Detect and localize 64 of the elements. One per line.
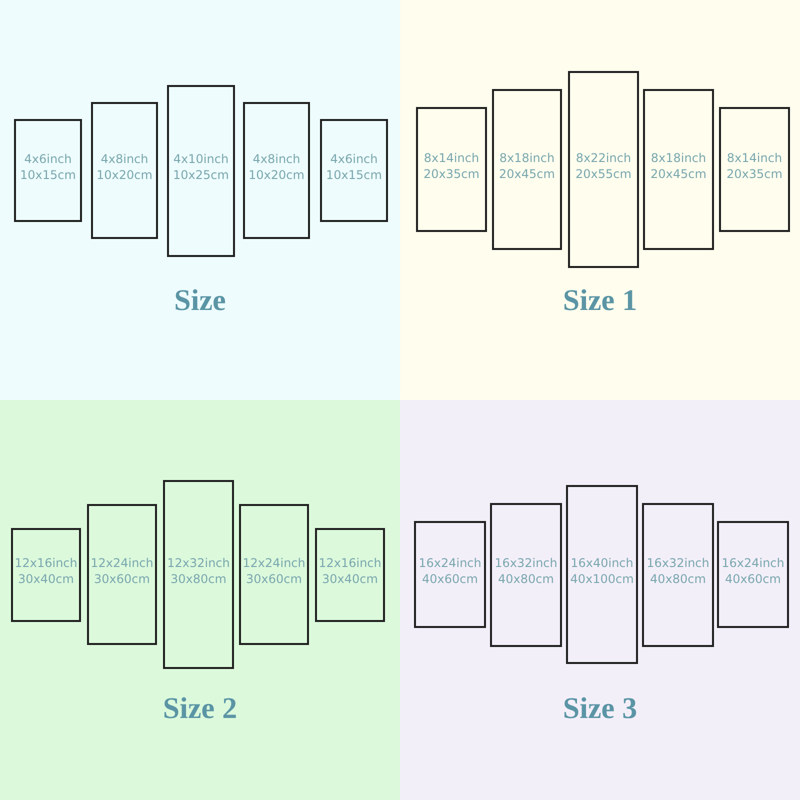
canvas-panel-outline bbox=[167, 85, 235, 257]
dimension-text: 20x35cm bbox=[726, 166, 782, 182]
dimension-text: 8x18inch bbox=[499, 150, 555, 166]
canvas-panel-outline bbox=[11, 528, 81, 622]
size-heading: Size 3 bbox=[562, 692, 638, 726]
dimension-text: 40x60cm bbox=[422, 570, 478, 586]
dimension-text: 10x20cm bbox=[248, 166, 304, 182]
size-heading: Size 2 bbox=[162, 692, 238, 726]
dimension-text: 20x45cm bbox=[650, 166, 706, 182]
canvas-panel-outline bbox=[91, 102, 158, 239]
dimension-text: 20x45cm bbox=[499, 166, 555, 182]
canvas-panel-outline bbox=[163, 480, 234, 669]
dimension-text: 16x40inch bbox=[570, 554, 634, 570]
dimension-text: 8x14inch bbox=[726, 150, 782, 166]
dimension-text: 12x16inch bbox=[318, 555, 382, 571]
dimension-text: 4x6inch bbox=[330, 150, 378, 166]
canvas-panel-outline bbox=[315, 528, 385, 622]
dimension-text: 40x60cm bbox=[725, 570, 781, 586]
canvas-panel-outline bbox=[490, 503, 562, 647]
size-heading: Size 1 bbox=[562, 284, 638, 318]
canvas-panel-outline bbox=[87, 504, 157, 645]
dimension-text: 10x25cm bbox=[173, 167, 229, 183]
canvas-panel-outline bbox=[239, 504, 309, 645]
dimension-text: 12x16inch bbox=[14, 555, 78, 571]
dimension-text: 8x18inch bbox=[650, 150, 706, 166]
canvas-panel-outline bbox=[416, 107, 487, 232]
dimension-text: 30x60cm bbox=[246, 570, 302, 586]
dimension-text: 30x40cm bbox=[18, 571, 74, 587]
dimension-text: 40x80cm bbox=[650, 571, 706, 587]
dimension-text: 10x20cm bbox=[96, 166, 152, 182]
dimension-text: 20x55cm bbox=[576, 166, 632, 182]
dimension-text: 30x40cm bbox=[322, 571, 378, 587]
dimension-text: 4x8inch bbox=[100, 150, 148, 166]
canvas-panel-outline bbox=[568, 71, 639, 268]
dimension-text: 12x24inch bbox=[90, 554, 154, 570]
canvas-panel-outline bbox=[414, 521, 486, 628]
dimension-text: 10x15cm bbox=[20, 166, 76, 182]
dimension-text: 4x6inch bbox=[24, 150, 72, 166]
dimension-text: 16x32inch bbox=[494, 555, 558, 571]
canvas-panel-outline bbox=[243, 102, 310, 239]
canvas-panel-outline bbox=[566, 485, 638, 664]
dimension-text: 40x80cm bbox=[498, 571, 554, 587]
canvas-panel-outline bbox=[719, 107, 790, 232]
dimension-text: 12x24inch bbox=[242, 554, 306, 570]
dimension-text: 12x32inch bbox=[167, 554, 230, 570]
dimension-text: 16x24inch bbox=[722, 554, 784, 570]
canvas-panel-outline bbox=[320, 119, 388, 222]
dimension-text: 16x32inch bbox=[646, 555, 710, 571]
dimension-text: 8x22inch bbox=[576, 150, 632, 166]
dimension-text: 16x24inch bbox=[418, 554, 482, 570]
size-heading: Size bbox=[174, 284, 226, 318]
canvas-panel-outline bbox=[643, 89, 714, 250]
dimension-text: 8x14inch bbox=[424, 150, 480, 166]
dimension-text: 30x60cm bbox=[94, 570, 150, 586]
dimension-text: 10x15cm bbox=[326, 166, 382, 182]
canvas-panel-outline bbox=[642, 503, 714, 647]
dimension-text: 4x8inch bbox=[252, 150, 300, 166]
canvas-panel-outline bbox=[717, 521, 789, 628]
dimension-text: 30x80cm bbox=[170, 570, 226, 586]
canvas-panel-outline bbox=[492, 89, 562, 250]
dimension-text: 20x35cm bbox=[424, 166, 480, 182]
dimension-text: 4x10inch bbox=[173, 151, 229, 167]
canvas-panel-outline bbox=[14, 119, 82, 222]
dimension-text: 40x100cm bbox=[570, 570, 634, 586]
